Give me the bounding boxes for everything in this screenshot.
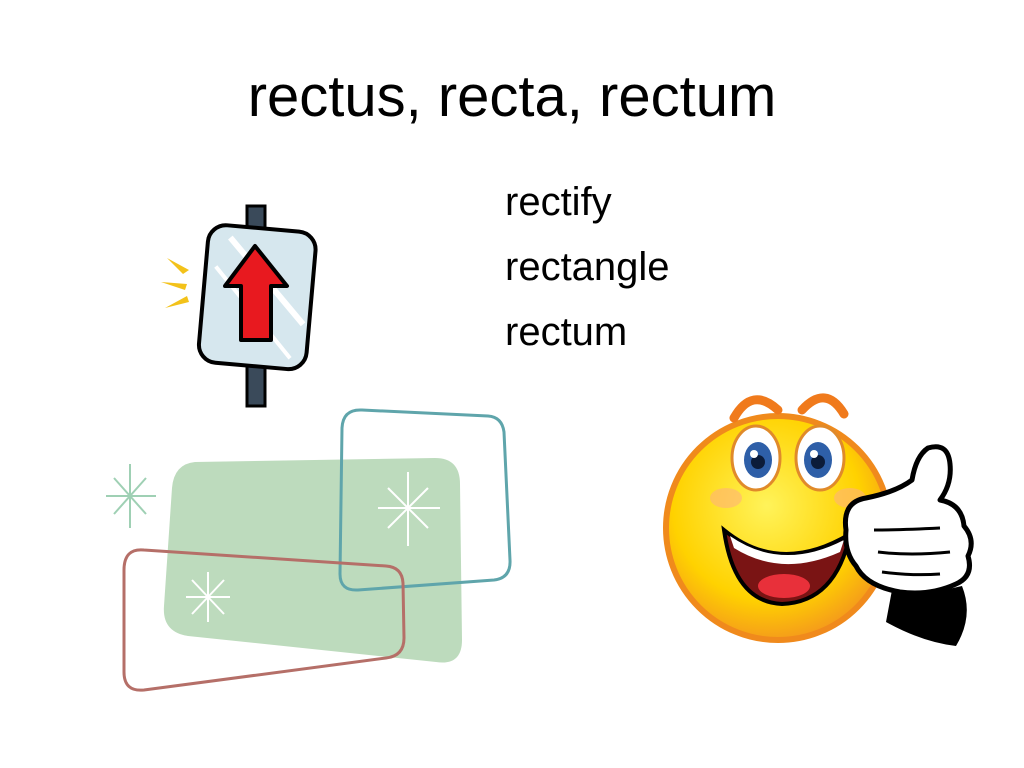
slide-title: rectus, recta, rectum bbox=[247, 64, 777, 129]
thumbs-up-smiley-icon bbox=[663, 393, 974, 646]
word-list: rectify rectangle rectum bbox=[505, 170, 670, 365]
rounded-rectangles-icon bbox=[106, 408, 512, 692]
word-item-rectangle: rectangle bbox=[505, 245, 670, 289]
up-arrow-sign-icon bbox=[161, 204, 318, 408]
word-item-rectum: rectum bbox=[505, 310, 628, 354]
word-item-rectify: rectify bbox=[505, 180, 612, 224]
